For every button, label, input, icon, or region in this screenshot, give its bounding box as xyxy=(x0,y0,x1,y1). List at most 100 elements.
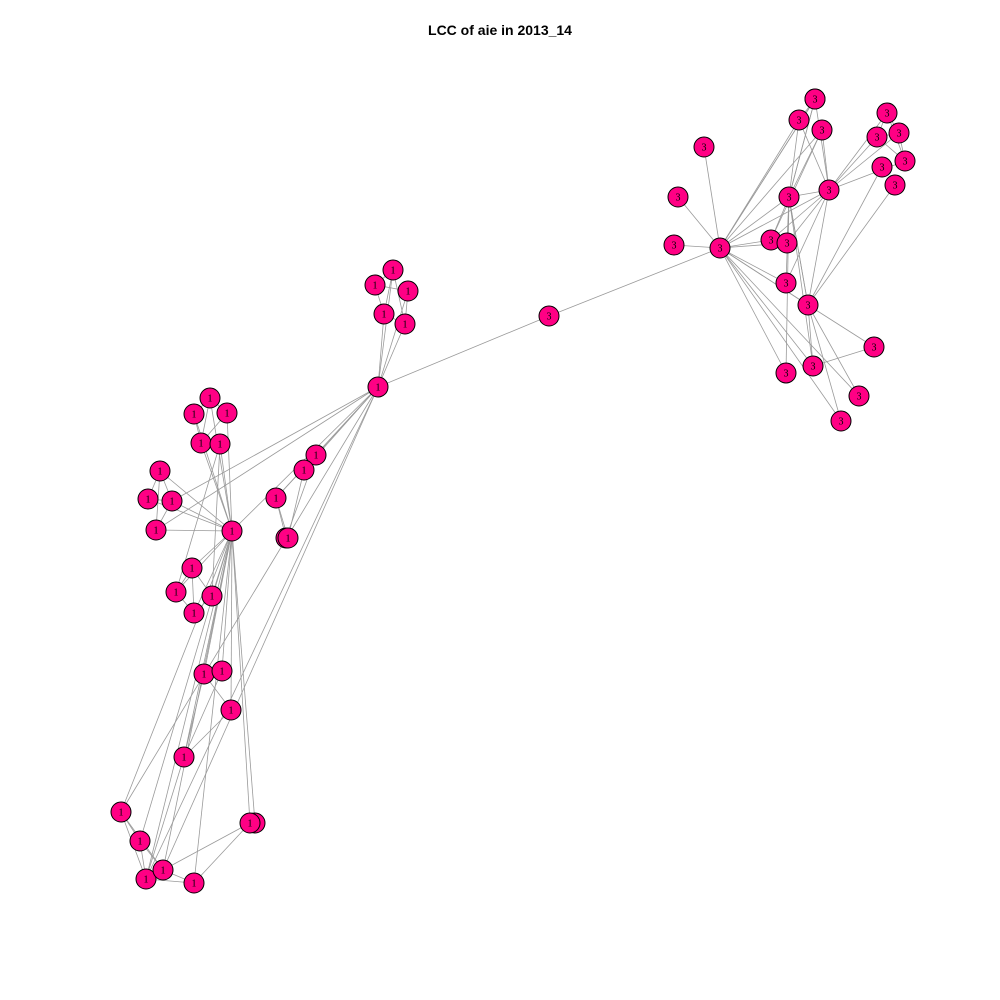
graph-node: 3 xyxy=(866,126,888,148)
graph-node: 3 xyxy=(797,294,819,316)
graph-node: 1 xyxy=(221,520,243,542)
node-label: 1 xyxy=(225,409,230,420)
node-circle xyxy=(137,488,159,510)
node-circle xyxy=(110,801,132,823)
graph-node: 3 xyxy=(802,355,824,377)
graph-edge xyxy=(231,386,379,532)
graph-node: 3 xyxy=(863,336,885,358)
graph-edge xyxy=(230,530,233,711)
node-circle xyxy=(277,527,299,549)
node-circle xyxy=(884,174,906,196)
node-circle xyxy=(888,122,910,144)
node-label: 1 xyxy=(302,466,307,477)
node-label: 3 xyxy=(897,129,902,140)
node-label: 1 xyxy=(382,310,387,321)
node-circle xyxy=(667,186,689,208)
graph-edge xyxy=(231,530,256,824)
node-circle xyxy=(152,859,174,881)
node-circle xyxy=(663,234,685,256)
graph-edge xyxy=(171,500,233,532)
graph-edge xyxy=(183,673,205,758)
graph-edge xyxy=(719,247,809,306)
graph-edge xyxy=(226,412,233,532)
node-circle xyxy=(220,699,242,721)
node-circle xyxy=(305,444,327,466)
node-circle xyxy=(161,490,183,512)
node-label: 1 xyxy=(274,494,279,505)
graph-edge xyxy=(807,166,883,306)
graph-edge xyxy=(145,386,379,880)
node-label: 1 xyxy=(403,320,408,331)
node-circle xyxy=(538,305,560,327)
graph-node: 3 xyxy=(778,186,800,208)
graph-edge xyxy=(770,189,830,241)
graph-edge xyxy=(221,530,233,672)
graph-edge xyxy=(719,247,814,367)
node-label: 1 xyxy=(192,609,197,620)
node-circle xyxy=(866,126,888,148)
node-label: 1 xyxy=(138,837,143,848)
node-circle xyxy=(221,520,243,542)
graph-node: 1 xyxy=(209,433,231,455)
node-label: 3 xyxy=(903,157,908,168)
graph-edge xyxy=(377,313,385,388)
graph-edge xyxy=(719,247,787,284)
graph-edge xyxy=(719,189,830,249)
graph-node: 1 xyxy=(394,313,416,335)
node-circle xyxy=(209,433,231,455)
graph-edge xyxy=(219,443,233,532)
node-label: 3 xyxy=(785,239,790,250)
graph-edge xyxy=(147,498,233,532)
graph-edge xyxy=(183,670,223,758)
node-circle xyxy=(293,459,315,481)
graph-edge xyxy=(175,530,233,593)
graph-node: 1 xyxy=(305,444,327,466)
graph-node: 3 xyxy=(871,156,893,178)
node-label: 3 xyxy=(702,143,707,154)
graph-node: 1 xyxy=(173,746,195,768)
node-label: 1 xyxy=(391,266,396,277)
graph-node: 1 xyxy=(183,872,205,894)
node-label: 3 xyxy=(875,133,880,144)
node-circle xyxy=(811,119,833,141)
node-label: 3 xyxy=(797,116,802,127)
node-label: 3 xyxy=(872,343,877,354)
node-circle xyxy=(778,186,800,208)
graph-edge xyxy=(287,469,305,539)
node-circle xyxy=(173,746,195,768)
node-label: 3 xyxy=(880,163,885,174)
node-circle xyxy=(239,812,261,834)
node-circle xyxy=(394,313,416,335)
node-label: 1 xyxy=(161,866,166,877)
graph-node: 3 xyxy=(667,186,689,208)
graph-node: 1 xyxy=(216,402,238,424)
node-circle xyxy=(848,385,870,407)
node-circle xyxy=(199,387,221,409)
node-label: 3 xyxy=(839,417,844,428)
node-circle xyxy=(181,557,203,579)
node-label: 3 xyxy=(676,193,681,204)
node-circle xyxy=(871,156,893,178)
graph-title: LCC of aie in 2013_14 xyxy=(428,22,572,38)
node-circle xyxy=(183,872,205,894)
graph-node: 1 xyxy=(382,259,404,281)
graph-edge xyxy=(786,189,830,244)
node-label: 3 xyxy=(885,109,890,120)
graph-edge xyxy=(719,129,823,249)
graph-node: 3 xyxy=(775,272,797,294)
graph-edge xyxy=(120,530,233,813)
node-label: 1 xyxy=(154,526,159,537)
node-circle xyxy=(776,232,798,254)
graph-edge xyxy=(677,196,721,249)
graph-edge xyxy=(171,386,379,502)
graph-edge xyxy=(807,184,896,306)
node-label: 1 xyxy=(220,667,225,678)
node-label: 3 xyxy=(769,236,774,247)
graph-node: 3 xyxy=(818,179,840,201)
node-label: 1 xyxy=(248,819,253,830)
node-label: 1 xyxy=(218,440,223,451)
node-label: 1 xyxy=(158,467,163,478)
graph-edge xyxy=(785,189,830,284)
graph-node: 1 xyxy=(277,527,299,549)
node-label: 3 xyxy=(811,362,816,373)
